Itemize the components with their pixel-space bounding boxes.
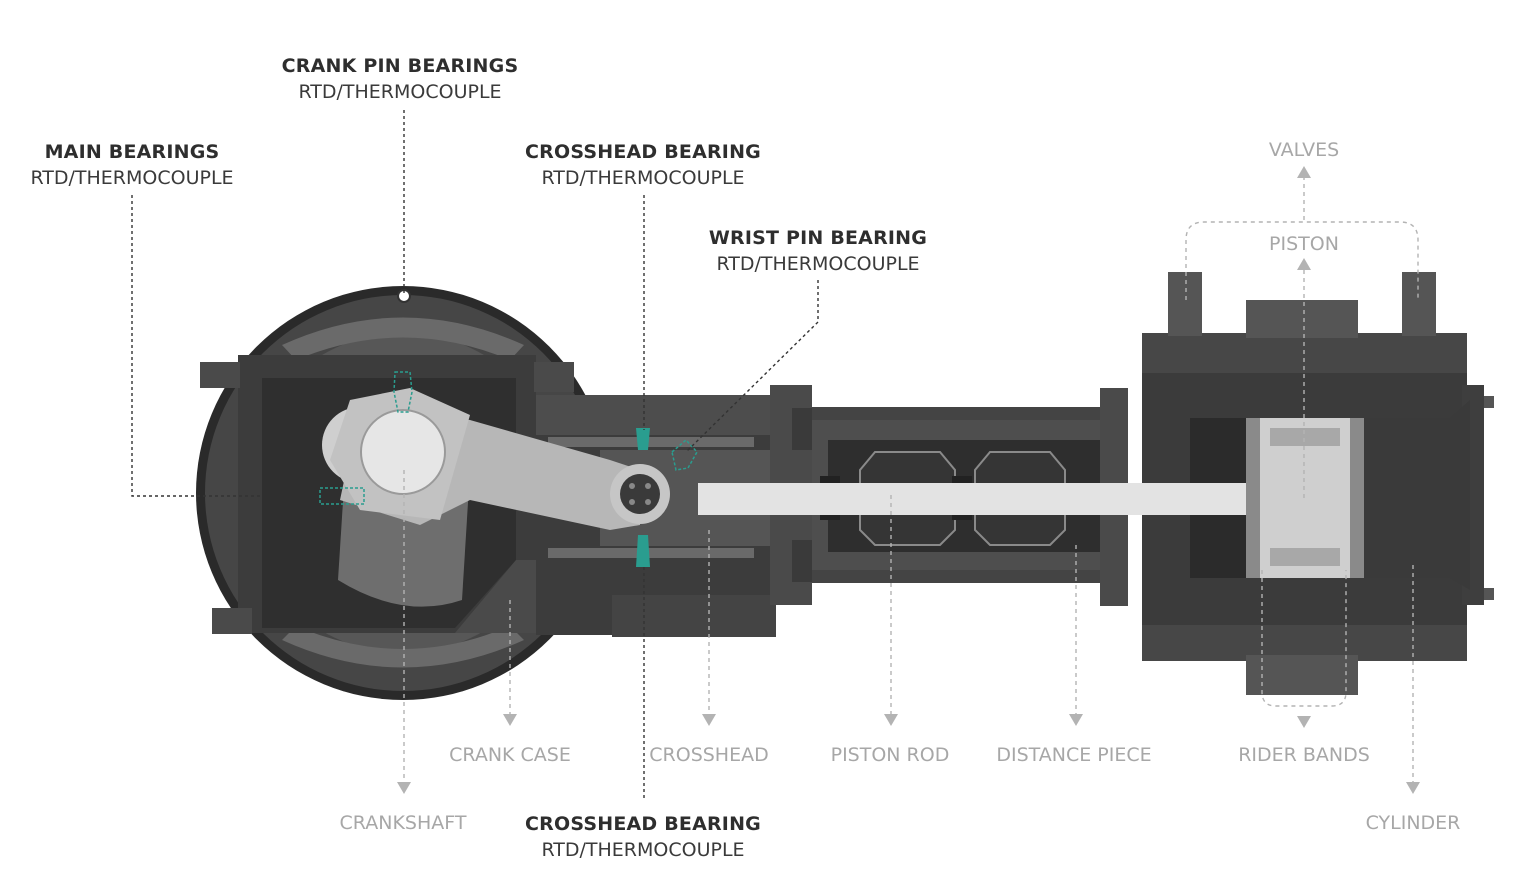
crank-pin-bearings-title: CRANK PIN BEARINGS <box>281 55 519 77</box>
connecting-rod <box>330 388 670 530</box>
sensor-leaders <box>131 110 819 800</box>
crosshead-bearing-bottom-label: CROSSHEAD BEARING RTD/THERMOCOUPLE <box>493 811 793 863</box>
crosshead-bearing-shoes <box>636 428 650 567</box>
wrist-pin-bearing-sub: RTD/THERMOCOUPLE <box>716 253 920 275</box>
distance-piece-label: DISTANCE PIECE <box>996 744 1152 766</box>
main-bearings-sub: RTD/THERMOCOUPLE <box>30 167 234 189</box>
crosshead-bearing-bottom-sub: RTD/THERMOCOUPLE <box>541 839 745 861</box>
part-leaders <box>403 176 1419 782</box>
piston-rod-label: PISTON ROD <box>830 744 950 766</box>
cylinder-label: CYLINDER <box>1365 812 1461 834</box>
rider-bands-label: RIDER BANDS <box>1238 744 1370 766</box>
wrist-pin-bearing-title: WRIST PIN BEARING <box>708 227 928 249</box>
wrist-pin-bearing-label: WRIST PIN BEARING RTD/THERMOCOUPLE <box>676 225 960 277</box>
crosshead-label: CROSSHEAD <box>649 744 769 766</box>
main-bearings-title: MAIN BEARINGS <box>44 141 220 163</box>
crosshead-bearing-bottom-title: CROSSHEAD BEARING <box>525 813 761 835</box>
crank-case-label: CRANK CASE <box>449 744 571 766</box>
piston-label: PISTON <box>1269 233 1339 255</box>
crosshead-bearing-top-sub: RTD/THERMOCOUPLE <box>541 167 745 189</box>
part-arrowheads <box>397 166 1420 794</box>
piston-rod <box>698 483 1246 515</box>
crosshead-bearing-top-title: CROSSHEAD BEARING <box>525 141 761 163</box>
crosshead-bearing-top-label: CROSSHEAD BEARING RTD/THERMOCOUPLE <box>493 139 793 191</box>
crankshaft-label: CRANKSHAFT <box>339 812 467 834</box>
sensor-outlines <box>319 371 698 505</box>
crank-pin-bearings-sub: RTD/THERMOCOUPLE <box>298 81 502 103</box>
valves-label: VALVES <box>1268 139 1340 161</box>
main-bearings-label: MAIN BEARINGS RTD/THERMOCOUPLE <box>2 139 262 191</box>
crank-pin-bearings-label: CRANK PIN BEARINGS RTD/THERMOCOUPLE <box>250 53 550 105</box>
